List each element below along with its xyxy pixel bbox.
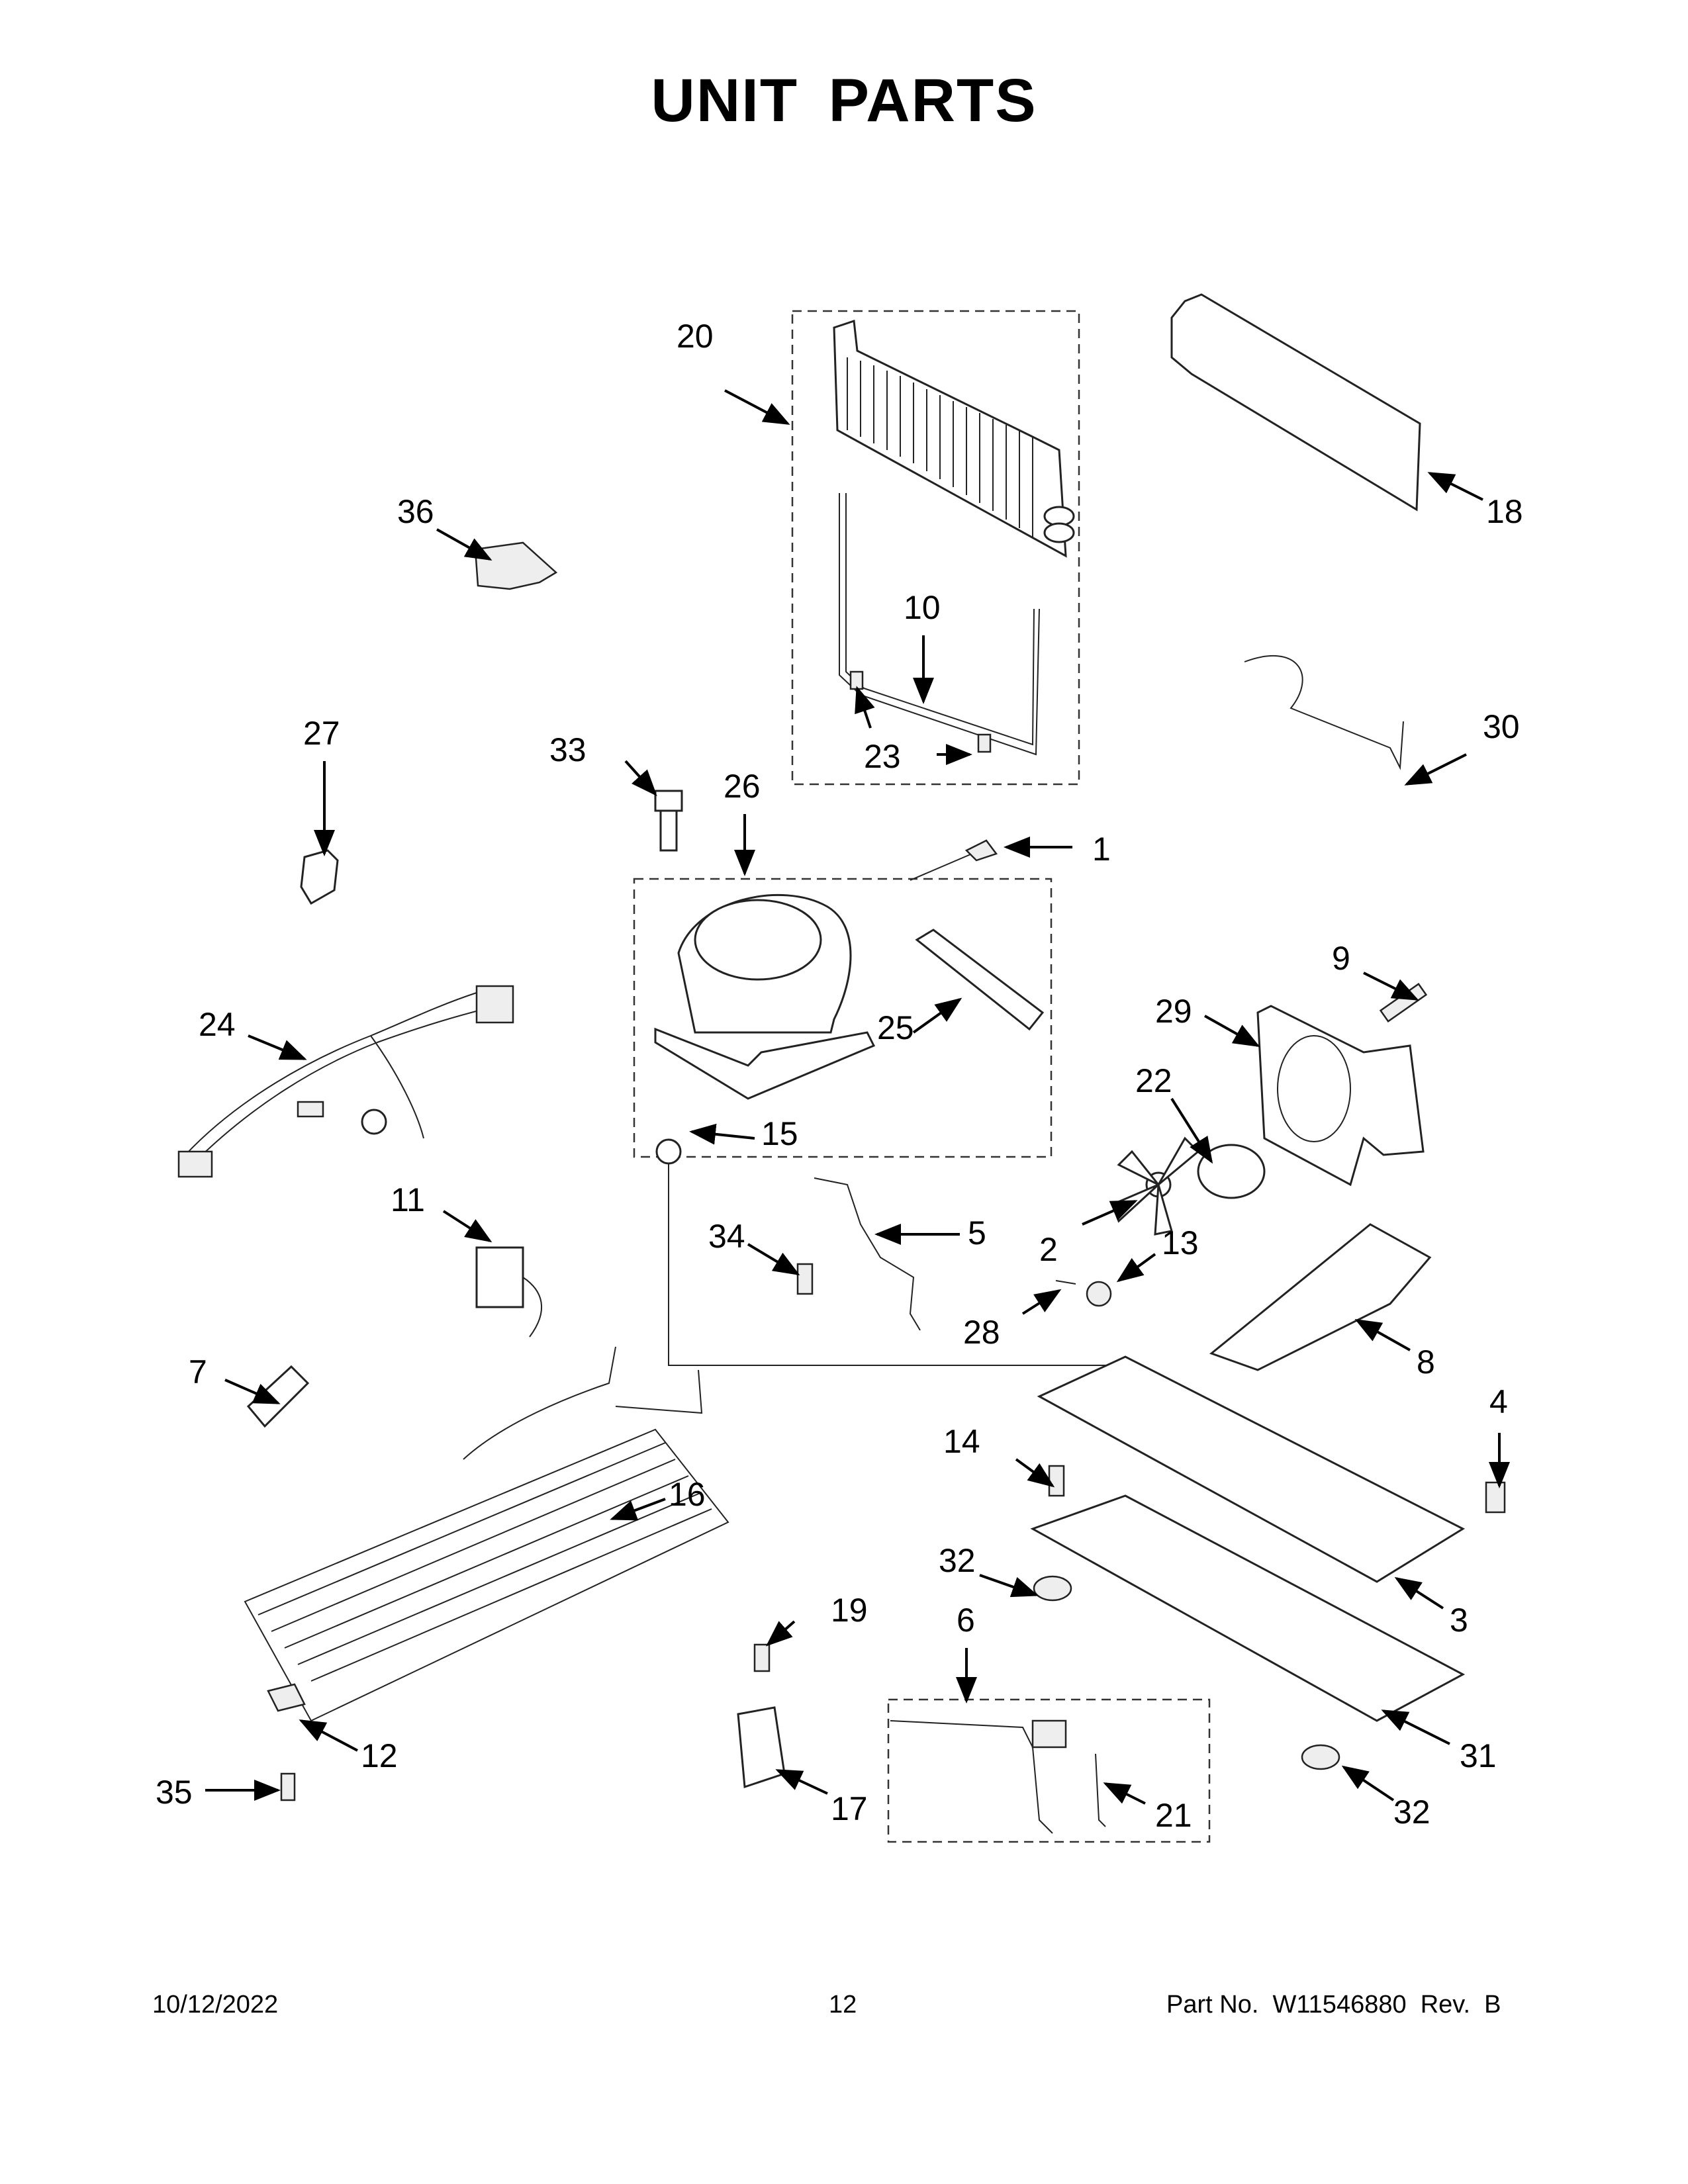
evaporator-coil <box>833 319 1075 558</box>
screw-9 <box>1379 982 1428 1023</box>
screw-34 <box>796 1263 814 1295</box>
callout-31: 31 <box>1460 1737 1497 1774</box>
cable-clip <box>300 849 339 905</box>
callout-35: 35 <box>156 1774 193 1811</box>
capillary-tube <box>1244 655 1404 770</box>
callout-19: 19 <box>831 1592 868 1629</box>
water-valve <box>890 1719 1067 1834</box>
callout-36: 36 <box>397 493 434 530</box>
footer-page-number: 12 <box>829 1991 857 2019</box>
compressor <box>654 893 876 1165</box>
callout-4: 4 <box>1489 1383 1508 1420</box>
fan-shroud <box>1256 1005 1425 1187</box>
compressor-leader-line <box>668 1158 1125 1366</box>
valve-group-box <box>887 1698 1211 1843</box>
mounting-bracket <box>737 1706 786 1789</box>
callout-20: 20 <box>677 318 714 355</box>
condenser-clip <box>267 1683 306 1712</box>
callout-14: 14 <box>943 1423 980 1460</box>
drain-tube <box>814 1177 921 1331</box>
compressor-stud <box>654 790 683 852</box>
callout-12: 12 <box>361 1737 398 1774</box>
callout-22: 22 <box>1135 1062 1172 1099</box>
callout-26: 26 <box>724 768 761 805</box>
callout-10: 10 <box>904 589 941 626</box>
drain-pan <box>1209 1223 1432 1371</box>
callout-5: 5 <box>968 1214 986 1251</box>
screw-19 <box>753 1643 771 1672</box>
callout-1: 1 <box>1092 831 1111 868</box>
callout-28: 28 <box>963 1314 1000 1351</box>
pin-28 <box>1055 1280 1076 1285</box>
callout-23: 23 <box>864 738 901 775</box>
screw-1 <box>964 839 998 862</box>
compressor-group-box <box>633 878 1053 1158</box>
callout-30: 30 <box>1483 708 1520 745</box>
callout-8: 8 <box>1417 1343 1435 1381</box>
start-relay <box>475 1246 542 1338</box>
screw-4 <box>1485 1481 1506 1514</box>
fan-blade <box>1111 1136 1200 1236</box>
callout-6: 6 <box>957 1602 975 1639</box>
callout-32a: 32 <box>939 1542 976 1579</box>
filter-leader-line <box>910 850 980 881</box>
grommet-13 <box>1086 1281 1112 1307</box>
footer-part-number: Part No. W11546880 Rev. B <box>1166 1991 1501 2019</box>
control-board <box>474 541 558 590</box>
callout-7: 7 <box>189 1353 207 1390</box>
condenser-screw <box>280 1772 296 1801</box>
callout-21: 21 <box>1155 1797 1192 1834</box>
foot-32a <box>1033 1575 1072 1602</box>
evaporator-group-box <box>791 310 1080 786</box>
callout-11: 11 <box>391 1181 425 1218</box>
base-insulation <box>1030 1494 1466 1722</box>
condenser-coil <box>244 1346 729 1722</box>
foot-32b <box>1301 1744 1340 1770</box>
condenser-fan-motor <box>1197 1144 1266 1199</box>
callout-24: 24 <box>199 1006 236 1043</box>
wire-harness <box>177 985 514 1178</box>
callout-9: 9 <box>1332 940 1350 977</box>
callout-15: 15 <box>761 1115 798 1152</box>
page-title: UNIT PARTS <box>651 67 1037 134</box>
callout-2: 2 <box>1039 1231 1058 1268</box>
evaporator-cover <box>1170 293 1421 512</box>
callout-32b: 32 <box>1393 1794 1430 1831</box>
unit-base <box>1037 1355 1466 1583</box>
callout-13: 13 <box>1162 1224 1199 1261</box>
screw-14 <box>1048 1465 1065 1497</box>
callout-29: 29 <box>1155 993 1192 1030</box>
callout-27: 27 <box>303 715 340 752</box>
footer-date: 10/12/2022 <box>152 1991 279 2019</box>
callout-16: 16 <box>669 1476 706 1513</box>
callout-3: 3 <box>1450 1602 1468 1639</box>
valve-harness <box>1095 1753 1106 1827</box>
callout-34: 34 <box>708 1218 745 1255</box>
filter-drier <box>915 929 1045 1031</box>
tube-insulation <box>246 1365 310 1428</box>
callout-25: 25 <box>877 1009 914 1046</box>
callout-33: 33 <box>549 731 586 768</box>
callout-18: 18 <box>1486 493 1523 530</box>
callout-17: 17 <box>831 1790 868 1827</box>
